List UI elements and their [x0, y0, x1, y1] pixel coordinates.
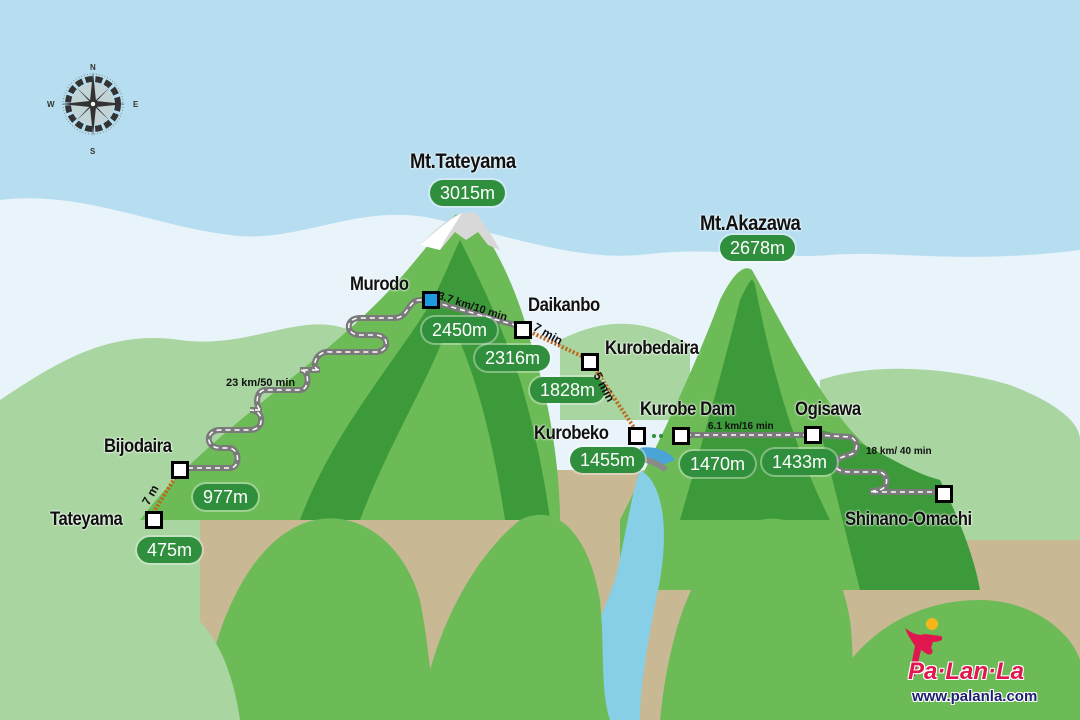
station-elevation-ogisawa: 1433m [762, 449, 838, 475]
station-elevation-tateyama: 475m [137, 537, 203, 563]
station-elevation-kurobe-dam: 1470m [680, 451, 756, 477]
station-marker-bijodaira[interactable] [171, 461, 189, 479]
peak-tateyama-elevation: 3015m [430, 180, 506, 206]
compass-east-label: E [133, 100, 139, 109]
compass-north-label: N [90, 63, 96, 72]
station-marker-shinano-omachi[interactable] [935, 485, 953, 503]
peak-akazawa-name: Mt.Akazawa [700, 212, 801, 235]
station-name-shinano-omachi: Shinano-Omachi [845, 509, 972, 530]
station-name-kurobeko: Kurobeko [534, 423, 609, 444]
station-marker-kurobedaira[interactable] [581, 353, 599, 371]
station-marker-tateyama[interactable] [145, 511, 163, 529]
station-name-kurobedaira: Kurobedaira [605, 338, 699, 359]
station-name-daikanbo: Daikanbo [528, 295, 600, 316]
station-name-bijodaira: Bijodaira [104, 436, 172, 457]
compass-south-label: S [90, 147, 96, 156]
station-elevation-kurobeko: 1455m [570, 447, 646, 473]
station-name-tateyama: Tateyama [50, 509, 123, 530]
compass-west-label: W [47, 100, 55, 109]
segment-label-kurobe-dam-ogisawa: 6.1 km/16 min [708, 421, 774, 432]
station-elevation-murodo: 2450m [422, 317, 498, 343]
peak-akazawa-elevation: 2678m [720, 235, 796, 261]
compass-rose-icon [61, 72, 125, 136]
brand-logo-url[interactable]: www.palanla.com [912, 688, 1038, 705]
station-elevation-daikanbo: 2316m [475, 345, 551, 371]
station-name-ogisawa: Ogisawa [795, 399, 861, 420]
station-marker-kurobeko[interactable] [628, 427, 646, 445]
station-name-murodo: Murodo [350, 274, 409, 295]
station-elevation-kurobedaira: 1828m [530, 377, 606, 403]
station-marker-murodo[interactable] [422, 291, 440, 309]
segment-label-ogisawa-shinano-omachi: 18 km/ 40 min [866, 446, 932, 457]
station-marker-ogisawa[interactable] [804, 426, 822, 444]
brand-logo-name: Pa·Lan·La [908, 658, 1025, 685]
station-marker-kurobe-dam[interactable] [672, 427, 690, 445]
station-elevation-bijodaira: 977m [193, 484, 259, 510]
logo-figure-icon [905, 618, 943, 676]
station-name-kurobe-dam: Kurobe Dam [640, 399, 736, 420]
segment-label-bijodaira-murodo: 23 km/50 min [226, 377, 296, 389]
station-marker-daikanbo[interactable] [514, 321, 532, 339]
peak-tateyama-name: Mt.Tateyama [410, 150, 516, 173]
